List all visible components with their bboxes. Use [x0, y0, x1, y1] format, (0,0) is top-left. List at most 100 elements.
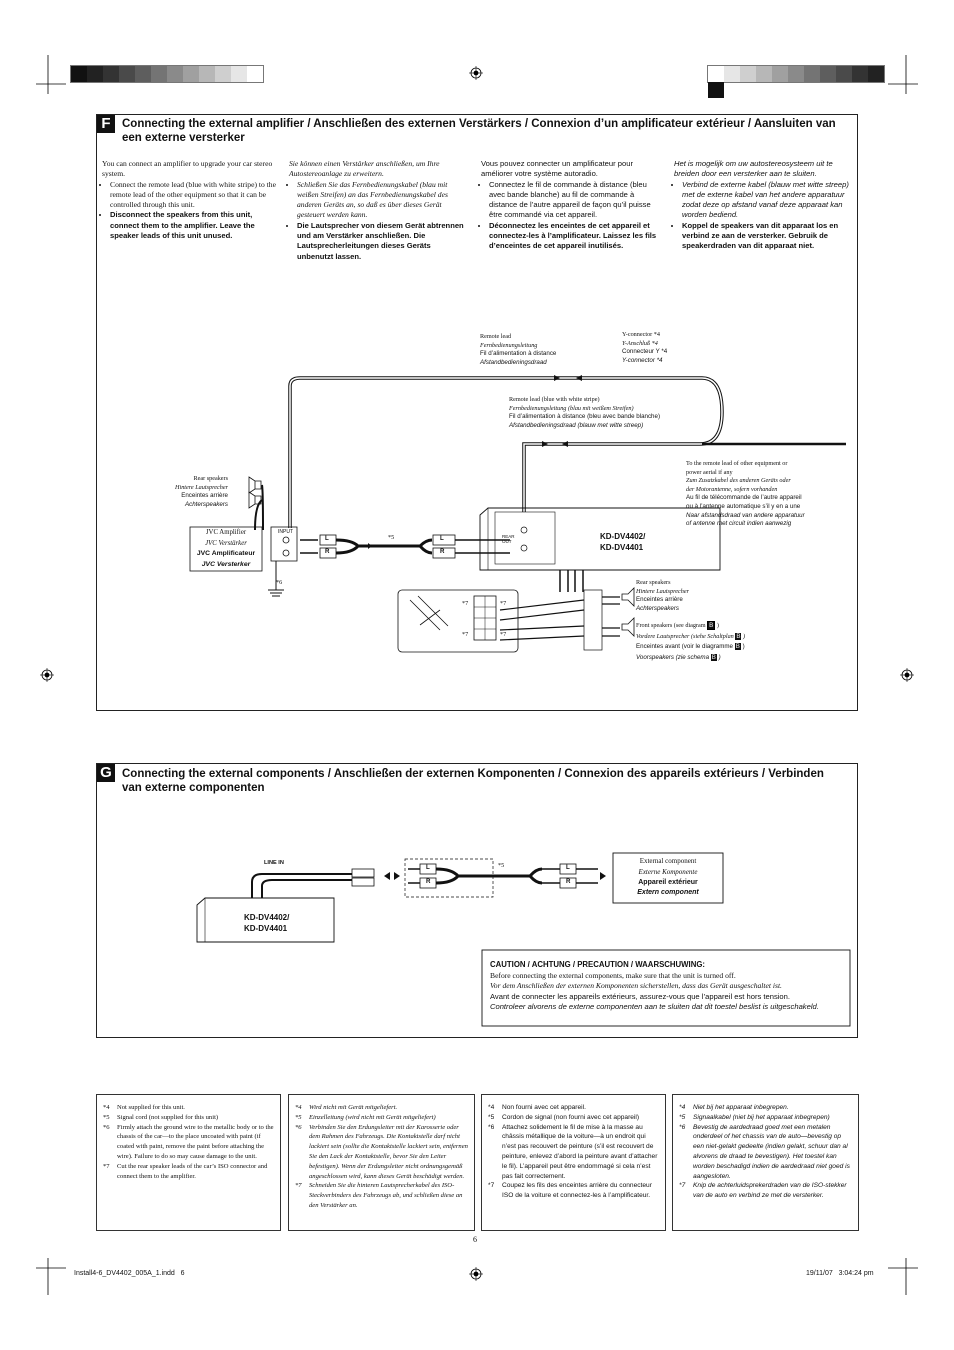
label-nl: Naar afstandsdraad van andere apparatuur — [686, 511, 805, 519]
plug-l-label: L — [426, 864, 430, 871]
note-6-marker: *6 — [276, 579, 283, 586]
model-line: KD-DV4401 — [244, 924, 288, 933]
footnote-text: Bevestig de aardedraad goed met een meta… — [693, 1123, 850, 1180]
footnote-text: Cut the rear speaker leads of the car’s … — [117, 1162, 268, 1180]
caution-box: CAUTION / ACHTUNG / PRECAUTION / WAARSCH… — [490, 960, 846, 1013]
section-g-title: Connecting the external components / Ans… — [122, 768, 824, 794]
note-7-marker: *7 — [462, 631, 469, 638]
plug-r-label: R — [566, 878, 571, 885]
footnote-text: Wird nicht mit Gerät mitgeliefert. — [309, 1104, 398, 1111]
bullet-text: Schließen Sie das Fernbedienungskabel (b… — [297, 180, 469, 221]
registration-mark-icon — [469, 66, 483, 80]
label-de: Vordere Lautsprecher (siehe Schaltplan — [636, 632, 734, 640]
footnote-key: *5 — [295, 1113, 302, 1121]
amplifier-wiring-diagram — [189, 375, 846, 653]
footnote-text: Niet bij het apparaat inbegrepen. — [693, 1104, 789, 1111]
color-swatch — [804, 66, 820, 82]
registration-mark-icon — [900, 668, 914, 682]
plug-r-label: R — [440, 548, 445, 555]
label-nl: Afstandbedieningsdraad (blauw met witte … — [509, 421, 644, 429]
color-swatch — [836, 66, 852, 82]
label-nl: Achterspeakers — [636, 604, 679, 612]
rear-speakers-right-label: Rear speakers Hintere Lautsprecher Encei… — [636, 579, 689, 613]
label-de: Hintere Lautsprecher — [175, 483, 228, 491]
footer-timestamp: 19/11/07 3:04:24 pm — [806, 1270, 874, 1277]
footnote-key: *6 — [103, 1123, 110, 1131]
line-in-label: LINE IN — [264, 860, 284, 866]
section-f-letter: F — [97, 115, 115, 133]
diagram-ref-badge: B — [735, 632, 742, 640]
color-swatch — [820, 66, 836, 82]
label-de: JVC Verstärker — [205, 539, 247, 547]
footnote-key: *5 — [679, 1113, 686, 1121]
footnote-text: Verbinden Sie den Erdungsleiter mit der … — [309, 1123, 468, 1180]
note-5-marker: *5 — [388, 534, 395, 541]
intro-text: Vous pouvez connecter un amplificateur p… — [481, 159, 633, 179]
note-7-marker: *7 — [500, 631, 507, 638]
caution-text: Vor dem Anschließen der externen Kompone… — [490, 981, 782, 991]
footnote-item: *7 Coupez les fils des enceintes arrière … — [488, 1181, 659, 1201]
color-swatch — [135, 66, 151, 82]
caution-text: Avant de connecter les appareils extérie… — [490, 991, 790, 1001]
label-fr: Fil d’alimentation à distance — [480, 350, 557, 358]
bullet-text: Connect the remote lead (blue with white… — [110, 180, 282, 211]
label-en: To the remote lead of other equipment or — [686, 460, 788, 467]
model-line: KD-DV4402/ — [600, 532, 646, 541]
plug-r-label: R — [325, 548, 330, 555]
diagram-ref-badge: B — [710, 653, 717, 661]
label-nl: Y-connector *4 — [622, 356, 663, 364]
to-remote-lead-label: To the remote lead of other equipment or… — [686, 460, 805, 529]
intro-text: Het is mogelijk om uw autostereosysteem … — [674, 159, 833, 179]
color-swatch — [71, 66, 87, 82]
label-en: JVC Amplifier — [205, 529, 247, 536]
color-swatch — [852, 66, 868, 82]
note-5-marker: *5 — [498, 862, 505, 869]
color-swatch — [788, 66, 804, 82]
bullet-text: Disconnect the speakers from this unit, … — [110, 210, 282, 241]
label-fr: JVC Amplificateur — [196, 550, 256, 557]
label-en: Rear speakers — [636, 579, 671, 586]
model-label: KD-DV4402/ KD-DV4401 — [600, 531, 645, 553]
caution-text: Controleer alvorens de externe component… — [490, 1002, 819, 1012]
rear-speakers-left-label: Rear speakers Hintere Lautsprecher Encei… — [162, 475, 228, 509]
label-de: der Motorantenne, sofern vorhanden — [686, 485, 778, 493]
footnote-item: *6 Verbinden Sie den Erdungsleiter mit de… — [295, 1123, 468, 1182]
footnote-key: *5 — [488, 1113, 495, 1121]
color-swatch — [215, 66, 231, 82]
label-nl: Extern component — [637, 889, 699, 897]
model-label: KD-DV4402/ KD-DV4401 — [244, 912, 289, 934]
label-fr: ou à l’antenne automatique s’il y en a u… — [686, 502, 801, 510]
label-fr: Enceintes arrière — [181, 492, 228, 500]
rear-out-label: REAR OUT — [502, 534, 515, 544]
color-swatch — [119, 66, 135, 82]
color-swatch — [103, 66, 119, 82]
footnote-text: Signal cord (not supplied for this unit) — [117, 1113, 219, 1121]
footnote-item: *5 Einzelleitung (wird nicht mit Gerät mi… — [295, 1113, 468, 1123]
plug-r-label: R — [426, 878, 431, 885]
color-swatch — [756, 66, 772, 82]
intro-text: You can connect an amplifier to upgrade … — [102, 159, 273, 179]
color-strip-right — [707, 65, 885, 98]
intro-text: Sie können einen Verstärker anschließen,… — [289, 159, 440, 179]
label-en: Remote lead — [480, 333, 512, 340]
footnote-key: *4 — [679, 1104, 686, 1111]
note-7-marker: *7 — [462, 600, 469, 607]
footnote-text: Coupez les fils des enceintes arrière du… — [502, 1182, 652, 1200]
footnote-text: Knip de achterluidsprekerdraden van de I… — [693, 1182, 847, 1200]
footnote-key: *4 — [488, 1104, 495, 1111]
footnote-key: *7 — [488, 1182, 495, 1190]
footnote-key: *6 — [295, 1123, 302, 1131]
footnote-text: Einzelleitung (wird nicht mit Gerät mitg… — [309, 1113, 436, 1121]
color-swatch — [740, 66, 756, 82]
label-fr: Enceintes arrière — [636, 596, 683, 604]
